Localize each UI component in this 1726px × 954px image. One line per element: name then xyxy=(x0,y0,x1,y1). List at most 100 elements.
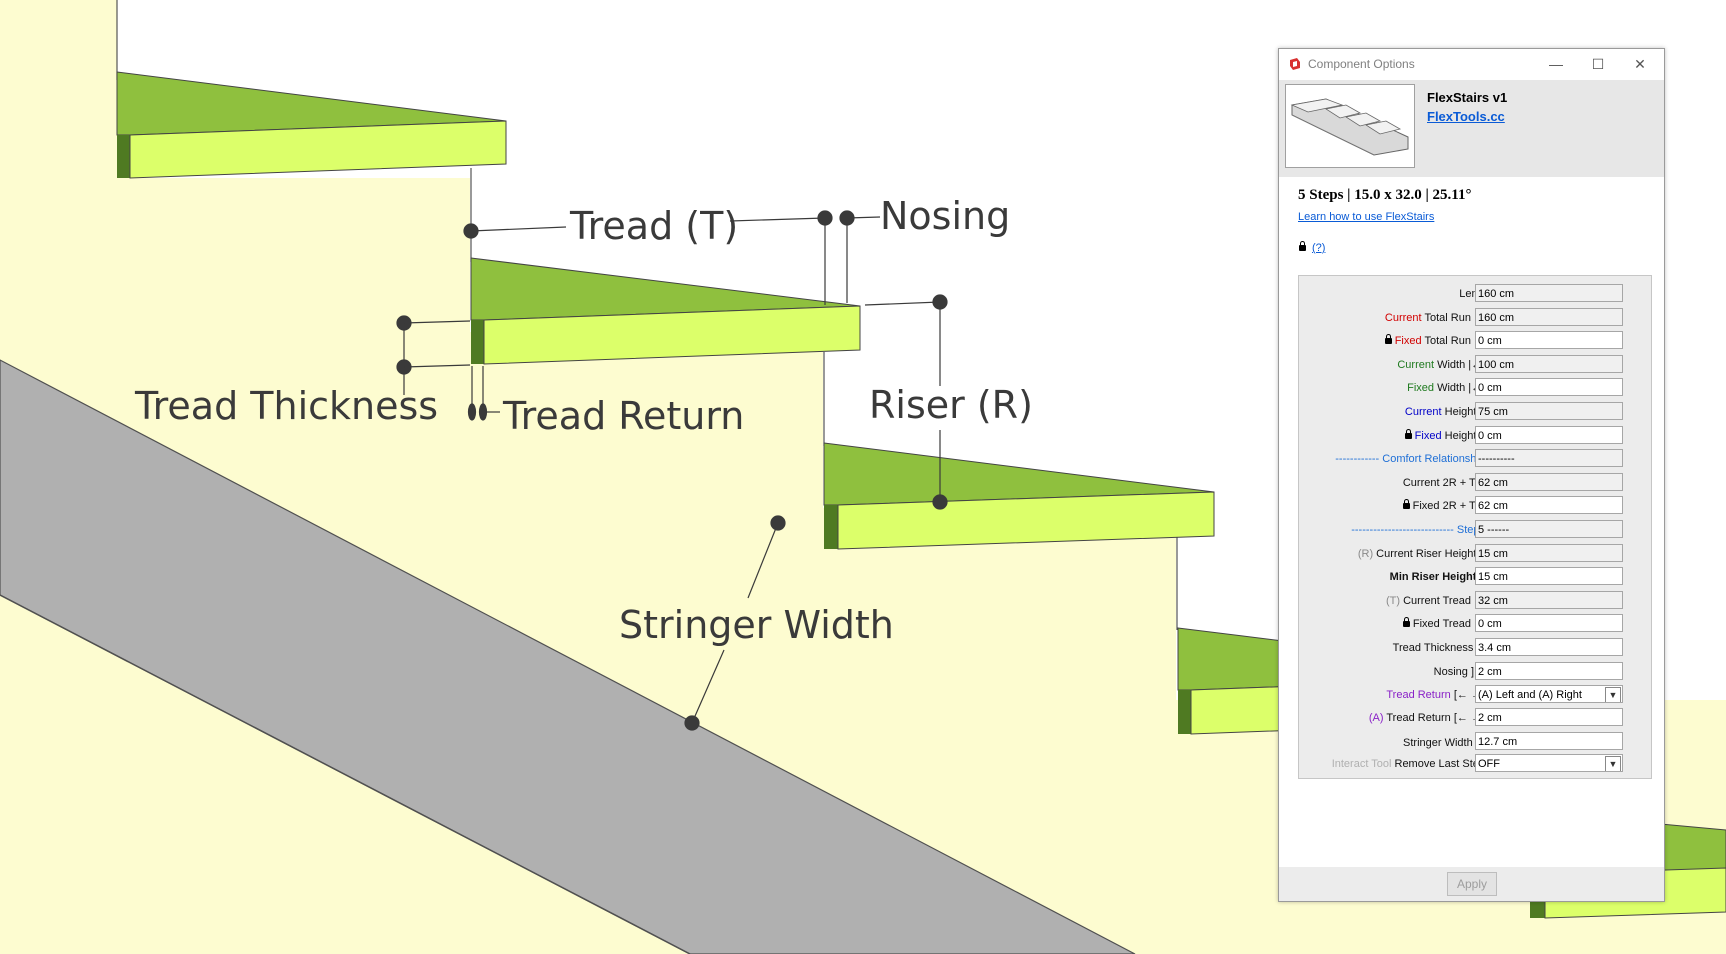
option-field: 15 cm xyxy=(1475,544,1623,562)
option-value: 2 cm xyxy=(1478,712,1502,724)
option-row: Current Width |↔|100 cm xyxy=(1299,355,1651,377)
option-value: 0 cm xyxy=(1478,382,1502,394)
option-label-text: Tread Thickness ↕] xyxy=(1392,642,1485,654)
option-field[interactable]: 0 cm xyxy=(1475,378,1623,396)
tread-3 xyxy=(823,442,1215,550)
option-label-text: Tread Return [← →] xyxy=(1383,712,1485,724)
option-row: Fixed Tread ↔0 cm xyxy=(1299,614,1651,636)
option-field[interactable]: 0 cm xyxy=(1475,331,1623,349)
option-label-text: Fixed Tread ↔ xyxy=(1412,618,1485,630)
option-row: Min Riser Height ↑15 cm xyxy=(1299,567,1651,589)
learn-link[interactable]: Learn how to use FlexStairs xyxy=(1298,211,1435,223)
option-label: (T) Current Tread ↔ xyxy=(1386,595,1485,607)
option-row: Nosing ]→2 cm xyxy=(1299,662,1651,684)
option-value: 32 cm xyxy=(1478,595,1508,607)
close-button[interactable]: ✕ xyxy=(1634,55,1646,72)
apply-button[interactable]: Apply xyxy=(1447,872,1497,896)
option-label: Current Width |↔| xyxy=(1397,359,1485,371)
component-options-dialog: Component Options — ☐ ✕ FlexStairs v1 Fl… xyxy=(1278,48,1665,902)
option-field[interactable]: 62 cm xyxy=(1475,496,1623,514)
option-field[interactable]: 0 cm xyxy=(1475,426,1623,444)
option-field: 160 cm xyxy=(1475,308,1623,326)
option-row: (T) Current Tread ↔32 cm xyxy=(1299,591,1651,613)
lock-icon xyxy=(1402,617,1410,627)
option-label-prefix: Interact Tool xyxy=(1331,758,1392,770)
option-row: Fixed Height ↕0 cm xyxy=(1299,426,1651,448)
option-value: 2 cm xyxy=(1478,666,1502,678)
product-link[interactable]: FlexTools.cc xyxy=(1427,109,1505,124)
dialog-titlebar[interactable]: Component Options — ☐ ✕ xyxy=(1279,49,1664,79)
dialog-footer: Apply xyxy=(1279,867,1664,901)
option-label-text: Total Run ↔ xyxy=(1421,312,1485,324)
dialog-title: Component Options xyxy=(1308,57,1415,71)
option-field[interactable]: 2 cm xyxy=(1475,662,1623,680)
option-field: 32 cm xyxy=(1475,591,1623,609)
option-label-prefix: Current xyxy=(1384,312,1422,324)
option-label: Current Height ↕ xyxy=(1405,406,1485,418)
option-value: 15 cm xyxy=(1478,548,1508,560)
option-value: 0 cm xyxy=(1478,335,1502,347)
option-value: 75 cm xyxy=(1478,406,1508,418)
option-value: ---------- xyxy=(1478,453,1515,465)
minimize-button[interactable]: — xyxy=(1549,56,1563,72)
tread-2 xyxy=(470,257,861,365)
nosing-label: Nosing xyxy=(880,194,1011,238)
sketchup-icon xyxy=(1290,58,1300,70)
option-select[interactable]: (A) Left and (A) Right ▼ xyxy=(1475,685,1623,703)
option-label: (A) Tread Return [← →] xyxy=(1369,712,1485,724)
lock-icon xyxy=(1402,499,1410,509)
dimension-lines xyxy=(396,210,948,731)
option-label: Tread Thickness ↕] xyxy=(1393,642,1485,654)
tread-1 xyxy=(116,71,507,179)
help-link[interactable]: (?) xyxy=(1312,242,1326,254)
maximize-button[interactable]: ☐ xyxy=(1591,55,1605,72)
option-label-prefix: Tread Return xyxy=(1386,689,1451,701)
option-label: Current 2R + T = xyxy=(1403,477,1485,489)
option-field[interactable]: 3.4 cm xyxy=(1475,638,1623,656)
option-row: Fixed 2R + T =62 cm xyxy=(1299,496,1651,518)
option-label-text: Fixed 2R + T = xyxy=(1412,500,1485,512)
option-label: ------------ Comfort Relationship xyxy=(1335,453,1485,465)
option-label-prefix: Fixed xyxy=(1394,335,1422,347)
option-field[interactable]: 0 cm xyxy=(1475,614,1623,632)
stairs-summary: 5 Steps | 15.0 x 32.0 | 25.11° xyxy=(1298,187,1472,203)
option-label-text: Remove Last Step xyxy=(1391,758,1485,770)
option-row: Fixed Total Run ↔0 cm xyxy=(1299,331,1651,353)
stringer xyxy=(0,359,1136,954)
option-value: 5 ------ xyxy=(1478,524,1510,536)
option-row: (R) Current Riser Height ↑15 cm xyxy=(1299,544,1651,566)
option-value: 100 cm xyxy=(1478,359,1515,371)
option-row: Stringer Width ↙12.7 cm xyxy=(1299,732,1651,754)
option-value: 12.7 cm xyxy=(1478,736,1518,748)
option-label: Fixed Width |↔| xyxy=(1407,382,1485,394)
option-label-text: Width |↔| xyxy=(1434,382,1485,394)
option-value: (A) Left and (A) Right xyxy=(1478,689,1582,701)
option-label-prefix: Fixed xyxy=(1414,430,1442,442)
option-label: Fixed Total Run ↔ xyxy=(1384,334,1485,347)
option-field[interactable]: 15 cm xyxy=(1475,567,1623,585)
chevron-down-icon[interactable]: ▼ xyxy=(1605,687,1621,702)
option-label-text: Height ↕ xyxy=(1441,406,1485,418)
lock-icon xyxy=(1404,429,1412,439)
option-label-prefix: Current xyxy=(1397,359,1435,371)
option-label-text: Stringer Width ↙ xyxy=(1403,737,1485,749)
option-select[interactable]: OFF▼ xyxy=(1475,754,1623,772)
option-value: 0 cm xyxy=(1478,430,1502,442)
option-value: 62 cm xyxy=(1478,500,1508,512)
option-field: 62 cm xyxy=(1475,473,1623,491)
option-label: Interact Tool Remove Last Step xyxy=(1332,758,1485,770)
option-row: ------------ Comfort Relationship-------… xyxy=(1299,449,1651,471)
stringer-width-label: Stringer Width xyxy=(619,603,894,647)
option-value: 160 cm xyxy=(1478,312,1515,324)
option-row: Tread Thickness ↕]3.4 cm xyxy=(1299,638,1651,660)
chevron-down-icon[interactable]: ▼ xyxy=(1605,756,1621,771)
option-field[interactable]: 2 cm xyxy=(1475,708,1623,726)
product-name: FlexStairs v1 xyxy=(1427,90,1508,105)
option-field[interactable]: 12.7 cm xyxy=(1475,732,1623,750)
tread-thickness-label: Tread Thickness xyxy=(135,384,439,428)
option-value: 15 cm xyxy=(1478,571,1508,583)
option-field: 5 ------ xyxy=(1475,520,1623,538)
